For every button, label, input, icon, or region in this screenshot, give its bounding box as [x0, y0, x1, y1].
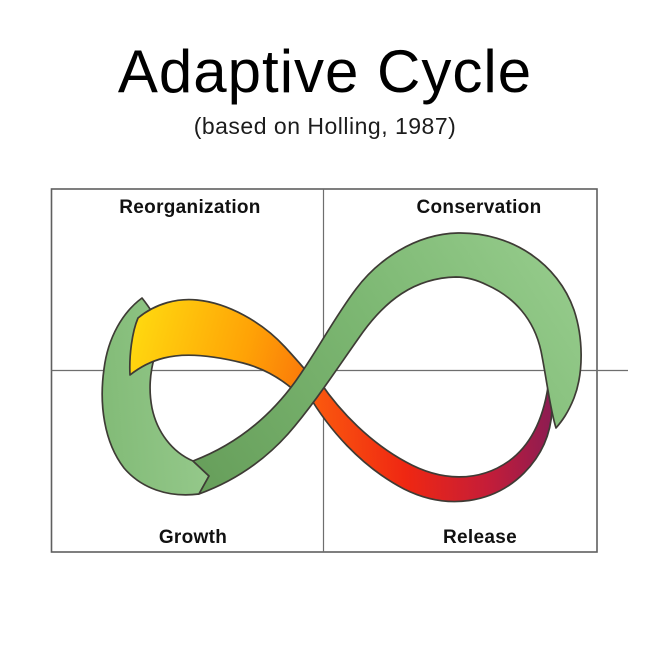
quadrant-label-release: Release	[443, 527, 517, 548]
quadrant-label-growth: Growth	[159, 527, 227, 548]
page-title: Adaptive Cycle	[117, 38, 533, 105]
reorganization-ribbon	[128, 298, 319, 403]
conservation-ribbon-main-loop	[192, 232, 582, 495]
release-ribbon	[307, 381, 554, 503]
figure-header: Adaptive Cycle (based on Holling, 1987)	[0, 40, 650, 140]
page-subtitle: (based on Holling, 1987)	[193, 113, 457, 139]
quadrant-label-conservation: Conservation	[416, 197, 541, 218]
quadrant-label-reorganization: Reorganization	[119, 197, 260, 218]
